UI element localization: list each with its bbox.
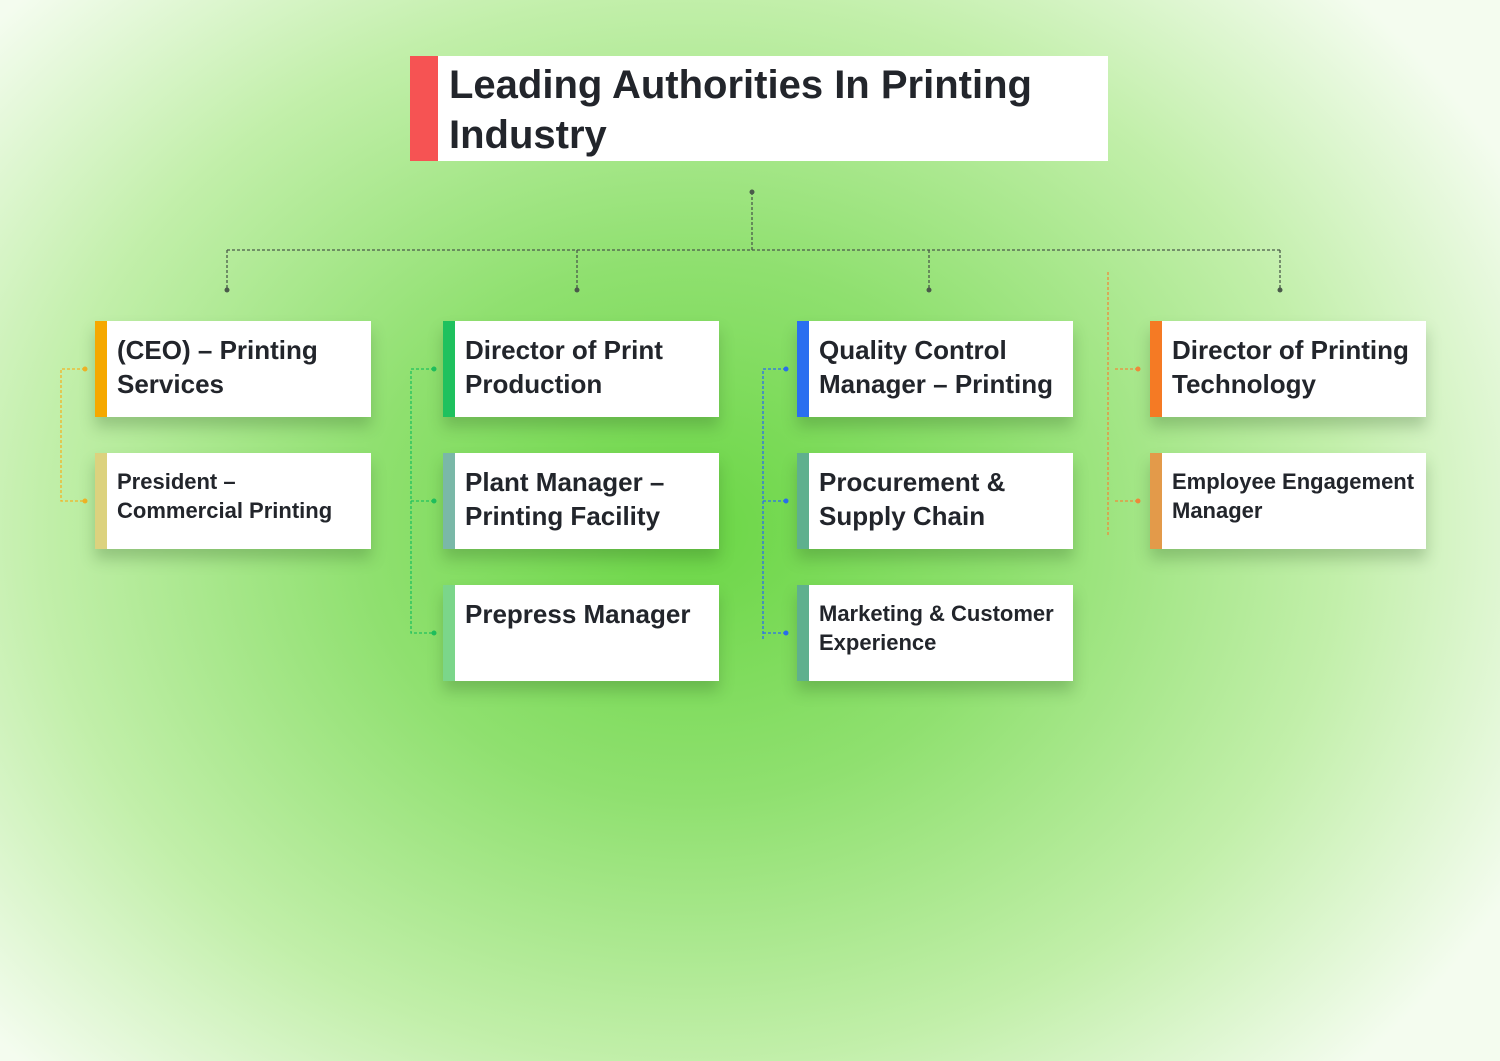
card-accent-bar — [443, 585, 455, 681]
root-connector — [226, 192, 1281, 290]
page-title: Leading Authorities In Printing Industry — [449, 63, 1032, 157]
org-card: Quality Control Manager – Printing — [797, 321, 1073, 417]
card-accent-bar — [1150, 453, 1162, 549]
connector-dots — [82, 189, 1283, 636]
card-label: Quality Control Manager – Printing — [819, 335, 1054, 399]
org-card: (CEO) – Printing Services — [95, 321, 371, 417]
col3-bracket — [762, 368, 786, 640]
card-accent-bar — [95, 453, 107, 549]
org-card: Employee Engagement Manager — [1150, 453, 1426, 549]
org-card: Director of Print Production — [443, 321, 719, 417]
org-card: Marketing & Customer Experience — [797, 585, 1073, 681]
card-label: Plant Manager – Printing Facility — [465, 467, 665, 531]
card-label: Procurement & Supply Chain — [819, 467, 1006, 531]
org-card: Prepress Manager — [443, 585, 719, 681]
card-accent-bar — [443, 453, 455, 549]
card-label: Prepress Manager — [465, 599, 691, 629]
title-accent-bar — [410, 56, 438, 161]
card-label: Employee Engagement Manager — [1172, 469, 1415, 523]
col4-bracket — [1107, 272, 1138, 535]
col2-bracket — [410, 368, 434, 634]
card-accent-bar — [95, 321, 107, 417]
card-label: President – Commercial Printing — [117, 469, 333, 523]
card-accent-bar — [797, 585, 809, 681]
card-label: Marketing & Customer Experience — [819, 601, 1054, 655]
card-accent-bar — [1150, 321, 1162, 417]
org-card: President – Commercial Printing — [95, 453, 371, 549]
card-label: Director of Printing Technology — [1172, 335, 1409, 399]
card-label: Director of Print Production — [465, 335, 663, 399]
title-box: Leading Authorities In Printing Industry — [410, 56, 1108, 161]
org-card: Plant Manager – Printing Facility — [443, 453, 719, 549]
org-card: Procurement & Supply Chain — [797, 453, 1073, 549]
card-accent-bar — [443, 321, 455, 417]
col1-bracket — [60, 368, 85, 502]
org-card: Director of Printing Technology — [1150, 321, 1426, 417]
card-label: (CEO) – Printing Services — [117, 335, 318, 399]
card-accent-bar — [797, 321, 809, 417]
card-accent-bar — [797, 453, 809, 549]
